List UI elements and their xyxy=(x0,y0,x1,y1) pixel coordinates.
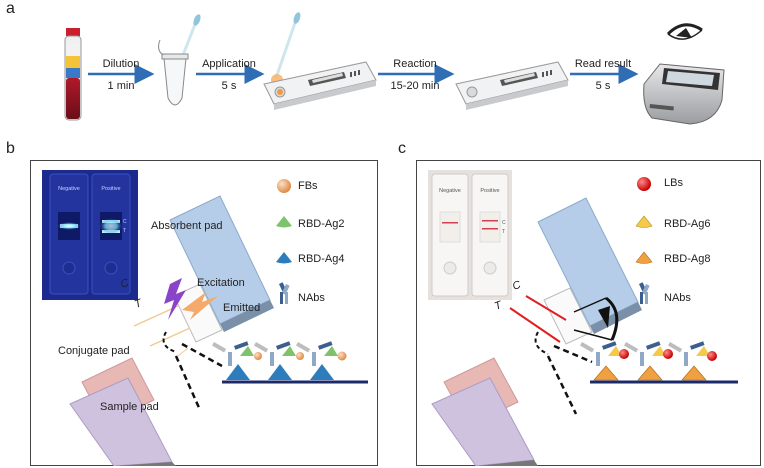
blue-cone-icon xyxy=(276,252,292,264)
swab-icon xyxy=(271,12,301,86)
legend-nabs-c-label: NAbs xyxy=(664,292,691,304)
eye-icon xyxy=(666,23,703,40)
swab-tube-icon xyxy=(158,14,201,106)
test-cassette-reaction xyxy=(455,61,569,110)
zoom-line-bottom xyxy=(174,355,202,411)
blood-tube-icon xyxy=(64,28,82,121)
antibody-icon xyxy=(279,282,290,304)
panel-b-diagram: Negative Positive C T C T xyxy=(42,170,368,466)
step-read-result-time: 5 s xyxy=(595,80,611,92)
t-line-c xyxy=(509,307,561,343)
eye-icon-c xyxy=(573,296,619,341)
complex-c-3 xyxy=(668,341,717,381)
complex-c-2 xyxy=(624,341,673,381)
orange-sphere-icon xyxy=(277,179,291,193)
step-reaction-label: Reaction xyxy=(393,58,437,70)
fluorescent-photo: Negative Positive C T xyxy=(42,170,138,300)
sample-pad-label: Sample pad xyxy=(100,401,159,413)
green-cone-icon xyxy=(276,216,292,228)
strip-t-label: T xyxy=(133,297,145,311)
emitted-label: Emitted xyxy=(223,302,261,314)
legend-nabs-label: NAbs xyxy=(298,292,325,304)
complex-3 xyxy=(296,341,347,380)
c-line-c xyxy=(525,295,567,321)
legend-lbs-label: LBs xyxy=(664,177,683,189)
zoom-line-bottom-c xyxy=(546,355,578,415)
step-dilution-time: 1 min xyxy=(107,80,135,92)
step-dilution-label: Dilution xyxy=(102,58,140,70)
conjugate-pad-label: Conjugate pad xyxy=(58,345,130,357)
panel-b-letter: b xyxy=(6,140,15,157)
photo-positive-label: Positive xyxy=(101,186,120,192)
emitted-bolt-icon xyxy=(182,292,218,320)
visual-photo: Negative Positive C T xyxy=(428,170,512,300)
sample-pad-c xyxy=(431,377,538,466)
reader-device-icon xyxy=(643,63,725,125)
absorbent-pad xyxy=(169,195,274,332)
legend-rbd-ag6-label: RBD-Ag6 xyxy=(664,218,711,230)
photo-c-negative-label: Negative xyxy=(439,188,461,194)
zoom-line-top-c xyxy=(553,344,593,364)
yellow-cone-icon xyxy=(635,215,653,228)
test-cassette-application xyxy=(263,61,377,110)
photo-c-t-mark: T xyxy=(502,229,505,235)
legend-rbd-ag4-label: RBD-Ag4 xyxy=(298,253,345,265)
strip-c-c-label: C xyxy=(511,279,523,293)
photo-c-positive-label: Positive xyxy=(480,188,499,194)
legend-fbs-label: FBs xyxy=(298,180,318,192)
legend-rbd-ag8-label: RBD-Ag8 xyxy=(664,253,711,265)
step-reaction-time: 15-20 min xyxy=(390,80,440,92)
t-line xyxy=(149,327,191,347)
workflow-diagram xyxy=(64,12,725,125)
photo-c-c-mark: C xyxy=(502,220,506,226)
step-read-result-label: Read result xyxy=(574,58,632,70)
strip-c-label: C xyxy=(119,277,131,291)
photo-c-mark: C xyxy=(123,219,127,225)
photo-negative-label: Negative xyxy=(58,186,80,192)
excitation-label: Excitation xyxy=(197,277,245,289)
legend-rbd-ag2-label: RBD-Ag2 xyxy=(298,218,345,230)
absorbent-pad-label: Absorbent pad xyxy=(151,220,223,232)
zoom-line-top xyxy=(181,342,223,368)
step-application-time: 5 s xyxy=(221,80,237,92)
panel-a-letter: a xyxy=(6,0,15,17)
step-application-label: Application xyxy=(202,58,256,70)
complex-2 xyxy=(253,341,304,380)
panel-c-diagram: Negative Positive C T C T xyxy=(428,170,738,466)
sample-pad xyxy=(69,377,176,466)
magnifier-circle xyxy=(162,331,177,353)
photo-t-mark: T xyxy=(123,228,126,234)
antibody-icon-c xyxy=(639,282,650,304)
strip-membrane-c xyxy=(543,287,593,345)
strip-c-t-label: T xyxy=(493,299,505,313)
c-line xyxy=(133,305,179,327)
orange-cone-icon xyxy=(635,251,653,264)
complex-1 xyxy=(211,341,262,380)
red-sphere-icon xyxy=(637,177,651,191)
magnifier-circle-c xyxy=(534,331,549,355)
excitation-bolt-icon xyxy=(164,278,186,320)
complex-c-1 xyxy=(580,341,629,381)
panel-c-letter: c xyxy=(398,140,406,157)
